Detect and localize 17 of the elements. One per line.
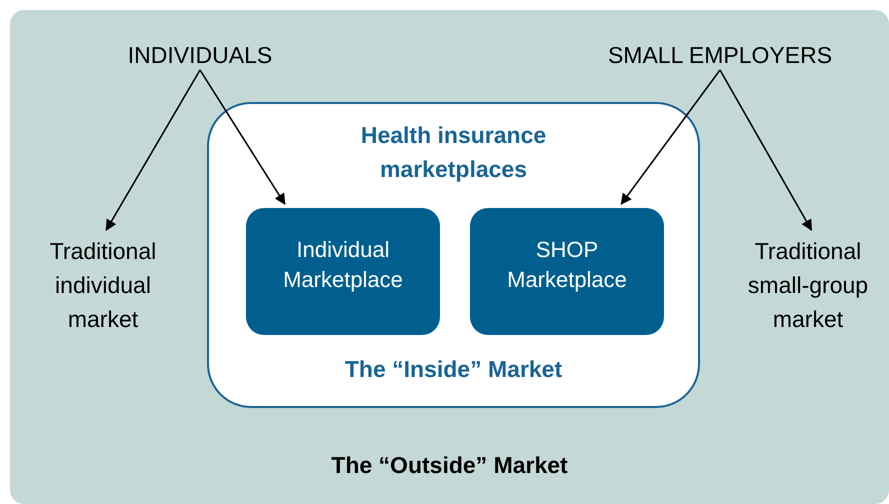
box-heading: Health insurance marketplaces [360, 121, 548, 184]
box-label: Individual Marketplace [282, 236, 404, 294]
text-label: Traditional individual market [20, 234, 186, 334]
process-box [246, 208, 440, 335]
panel-title: The “Outside” Market [331, 450, 568, 480]
process-box [470, 208, 664, 335]
text-label: SMALL EMPLOYERS [580, 38, 860, 70]
arrow [620, 70, 721, 205]
box-footer: The “Inside” Market [344, 352, 562, 386]
arrow [106, 70, 201, 231]
text-label: INDIVIDUALS [110, 38, 290, 70]
container-box [207, 102, 700, 408]
arrow [199, 70, 286, 205]
panel-background [10, 10, 889, 504]
text-label: Traditional small-group market [723, 234, 889, 334]
box-label: SHOP Marketplace [506, 236, 628, 294]
arrow [719, 70, 812, 231]
